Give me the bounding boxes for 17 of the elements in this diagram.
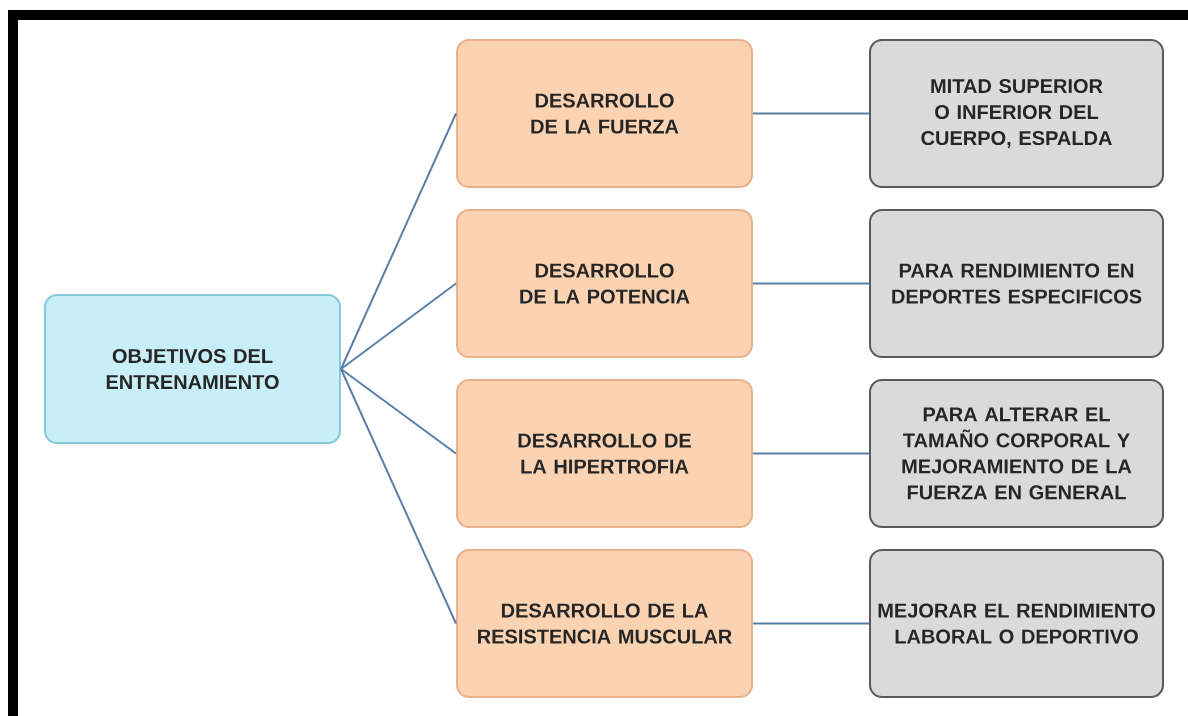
category-box: DESARROLLO DE LA HIPERTROFIA <box>456 379 753 528</box>
detail-box: MEJORAR EL RENDIMIENTO LABORAL O DEPORTIVO <box>869 549 1164 698</box>
category-box: DESARROLLO DE LA RESISTENCIA MUSCULAR <box>456 549 753 698</box>
connector-line <box>752 452 870 455</box>
detail-box: PARA RENDIMIENTO EN DEPORTES ESPECIFICOS <box>869 209 1164 358</box>
category-box: DESARROLLO DE LA POTENCIA <box>456 209 753 358</box>
connector-line <box>340 282 457 370</box>
connector-line <box>340 368 457 455</box>
connector-line <box>340 112 457 370</box>
connector-line <box>752 282 870 285</box>
detail-box: PARA ALTERAR EL TAMAÑO CORPORAL Y MEJORAMIENTO DE LA FUERZA EN GENERAL <box>869 379 1164 528</box>
topic-box: OBJETIVOS DEL ENTRENAMIENTO <box>44 294 341 444</box>
category-box: DESARROLLO DE LA FUERZA <box>456 39 753 188</box>
connector-line <box>340 368 457 625</box>
detail-box: MITAD SUPERIOR O INFERIOR DEL CUERPO, ESPALDA <box>869 39 1164 188</box>
connector-line <box>752 622 870 625</box>
connector-line <box>752 112 870 115</box>
